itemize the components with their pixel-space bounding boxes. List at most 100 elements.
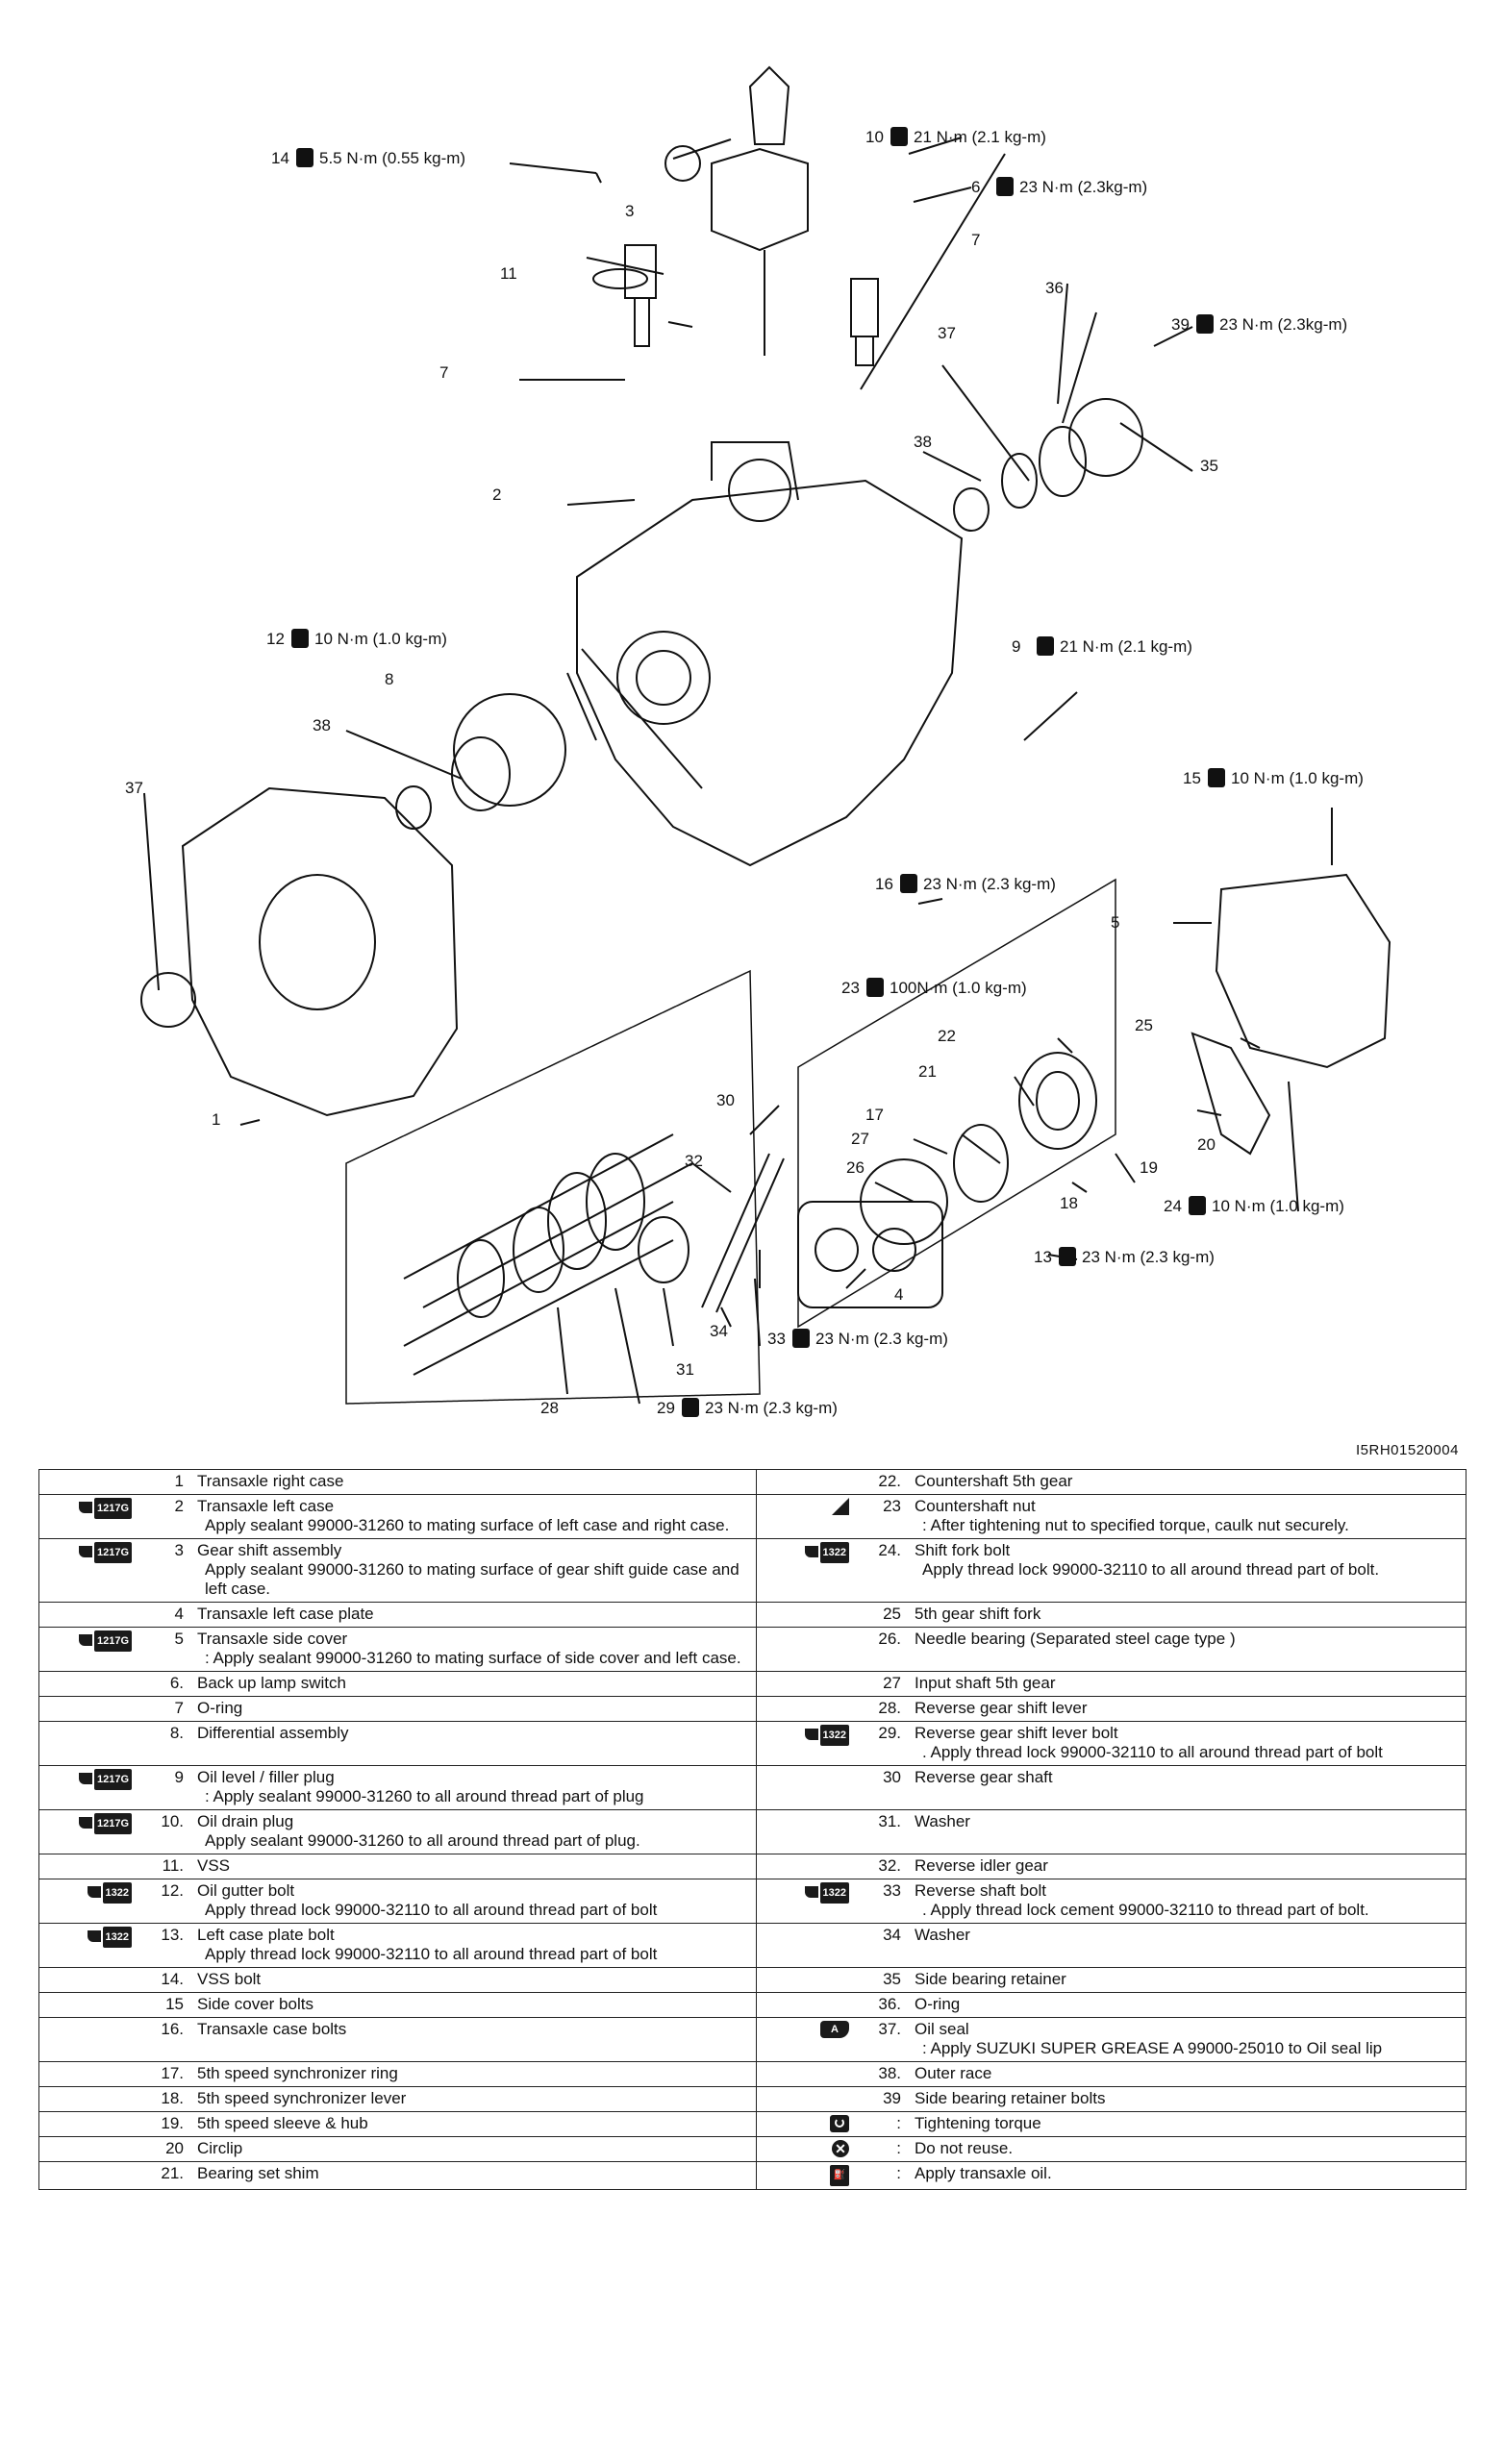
part-cell-right: 32.Reverse idler gear xyxy=(756,1854,1466,1879)
part-note: Apply thread lock 99000-32110 to all aro… xyxy=(205,1901,658,1919)
part-number: 32. xyxy=(878,1856,901,1875)
callout-8: 8 xyxy=(385,670,393,688)
part-note: . Apply thread lock 99000-32110 to all a… xyxy=(922,1743,1383,1761)
callout-25: 25 xyxy=(1135,1016,1153,1034)
part-name: 5th speed sleeve & hub xyxy=(197,2114,368,2132)
part-name: Tightening torque xyxy=(915,2114,1041,2132)
part-cell-left: 17.5th speed synchronizer ring xyxy=(38,2061,757,2087)
part-name: Side cover bolts xyxy=(197,1995,313,2013)
callout-32: 32 xyxy=(685,1152,703,1170)
part-name: O-ring xyxy=(197,1699,243,1717)
callout-23: 23 xyxy=(841,979,860,997)
part-number: 2 xyxy=(174,1497,184,1515)
part-note: : Apply sealant 99000-31260 to all aroun… xyxy=(205,1787,644,1805)
part-number: 4 xyxy=(174,1605,184,1623)
part-number: 26. xyxy=(878,1630,901,1648)
callout-2: 2 xyxy=(492,485,501,504)
callout-15-torque: 10 N·m (1.0 kg-m) xyxy=(1231,769,1364,787)
part-name: Transaxle side cover xyxy=(197,1630,348,1648)
part-name: 5th speed synchronizer ring xyxy=(197,2064,398,2082)
part-name: Needle bearing (Separated steel cage typ… xyxy=(915,1630,1236,1648)
part-cell-right: ⛽:Apply transaxle oil. xyxy=(756,2161,1466,2190)
differential-assembly-drawing xyxy=(453,693,566,807)
applicator-icon xyxy=(78,1502,92,1513)
part-name: Transaxle case bolts xyxy=(197,2020,347,2038)
callout-15: 15 xyxy=(1183,769,1201,787)
part-cell-left: 21.Bearing set shim xyxy=(38,2161,757,2190)
applicator-icon xyxy=(804,1729,818,1740)
tightening-torque-icon xyxy=(830,2115,849,2132)
callout-17: 17 xyxy=(865,1106,884,1124)
part-number: 29. xyxy=(878,1724,901,1742)
part-name: Do not reuse. xyxy=(915,2139,1014,2157)
applicator-icon xyxy=(78,1817,92,1829)
applicator-icon xyxy=(78,1634,92,1646)
part-number: 1 xyxy=(174,1472,184,1490)
part-number: 39 xyxy=(883,2089,901,2107)
callout-29: 29 xyxy=(657,1399,675,1417)
torque-wrench-icon xyxy=(682,1398,699,1417)
part-cell-left: 6.Back up lamp switch xyxy=(38,1671,757,1697)
callout-31: 31 xyxy=(676,1360,694,1379)
torque-wrench-icon xyxy=(1189,1196,1206,1215)
callout-16: 16 xyxy=(875,875,893,893)
part-number: 5 xyxy=(174,1630,184,1648)
part-number: 27 xyxy=(883,1674,901,1692)
callout-6-torque: 23 N·m (2.3kg-m) xyxy=(1019,178,1147,196)
callout-4: 4 xyxy=(894,1285,903,1304)
callout-28: 28 xyxy=(540,1399,559,1417)
transaxle-left-case-drawing xyxy=(576,479,964,867)
part-number: 7 xyxy=(174,1699,184,1717)
figure-id: I5RH01520004 xyxy=(1356,1442,1459,1458)
callout-7: 7 xyxy=(439,363,448,382)
part-note: : Apply sealant 99000-31260 to mating su… xyxy=(205,1649,741,1667)
part-number: 8. xyxy=(169,1724,184,1742)
table-row: 7 O-ring 28.Reverse gear shift lever xyxy=(38,1696,1466,1722)
part-name: Side bearing retainer xyxy=(915,1970,1066,1988)
part-name: Bearing set shim xyxy=(197,2164,319,2182)
callout-39: 39 xyxy=(1171,315,1190,334)
threadlock-1322-icon: 1322 xyxy=(819,1882,849,1904)
callout-27: 27 xyxy=(851,1130,869,1148)
part-note: Apply thread lock 99000-32110 to all aro… xyxy=(922,1560,1380,1579)
part-cell-left: 16.Transaxle case bolts xyxy=(38,2017,757,2062)
torque-wrench-icon xyxy=(890,127,908,146)
applicator-icon xyxy=(78,1546,92,1557)
part-note: Apply thread lock 99000-32110 to all aro… xyxy=(205,1945,658,1963)
caulk-nut-icon xyxy=(832,1498,849,1515)
part-name: Oil drain plug xyxy=(197,1812,294,1830)
part-name: Reverse gear shaft xyxy=(915,1768,1053,1786)
part-number: 14. xyxy=(161,1970,184,1988)
callout-35: 35 xyxy=(1200,457,1218,475)
part-name: Oil gutter bolt xyxy=(197,1881,295,1900)
applicator-icon xyxy=(804,1886,818,1898)
part-name: Countershaft 5th gear xyxy=(915,1472,1073,1490)
part-name: 5th gear shift fork xyxy=(915,1605,1041,1623)
part-name: VSS bolt xyxy=(197,1970,262,1988)
callout-24: 24 xyxy=(1164,1197,1182,1215)
part-cell-right: 26. Needle bearing (Separated steel cage … xyxy=(756,1627,1466,1672)
part-number: : xyxy=(896,2139,901,2157)
callout-11: 11 xyxy=(500,264,517,283)
threadlock-1322-icon: 1322 xyxy=(819,1542,849,1563)
part-cell-right: 28.Reverse gear shift lever xyxy=(756,1696,1466,1722)
grease-a-icon: A xyxy=(820,2021,849,2038)
torque-wrench-icon xyxy=(1208,768,1225,787)
threadlock-1322-icon: 1322 xyxy=(102,1927,132,1948)
